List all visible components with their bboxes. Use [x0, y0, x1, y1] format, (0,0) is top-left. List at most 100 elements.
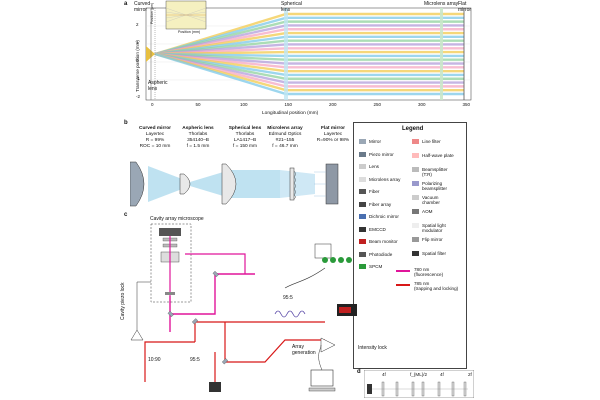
legend-icon [412, 223, 419, 228]
legend-icon [359, 251, 366, 257]
legend-icon [412, 209, 419, 214]
legend-icon [359, 189, 366, 194]
y-tick-label: 2 [136, 22, 139, 27]
legend-item: Flip mirror [422, 237, 443, 242]
component-spec: 354140–B [187, 138, 209, 143]
legend-beam-label: 785 nm (trapping and locking) [414, 281, 459, 291]
legend-item: Fiber array [369, 201, 392, 207]
emccd [314, 243, 332, 259]
component-name: Aspheric lens [182, 126, 214, 131]
legend-item: Piezo mirror [369, 151, 394, 157]
legend-item: AOM [422, 209, 433, 214]
legend-item: Polarizing beamsplitter [422, 181, 448, 191]
aspheric-lens-shape [179, 173, 191, 195]
legend-item: Spatial light modulator [422, 223, 446, 233]
legend-item: Beamsplitter (T:R) [422, 167, 448, 177]
spherical-lens-band [284, 8, 288, 100]
computer-monitor [310, 369, 334, 387]
fiber-array [284, 267, 326, 289]
fluorescence-beam [169, 273, 255, 315]
label-split-10-90: 10:90 [148, 357, 161, 363]
relay-label: f_{ML}/2 [410, 372, 428, 377]
x-tick-label: 250 [373, 102, 382, 107]
label-intensity-lock: Intensity lock [358, 345, 387, 351]
relay-label: 2f [468, 372, 472, 377]
y-tick-label: -1 [136, 76, 141, 81]
component-spec: LA1417–B [233, 138, 257, 143]
component-spec: f = 150 mm [232, 144, 258, 149]
legend-icon [412, 181, 419, 186]
label-cavity-array-microscope: Cavity array microscope [150, 216, 204, 222]
panel-b-cavity-diagram [130, 161, 339, 207]
legend-item: EMCCD [369, 226, 386, 232]
label-split-95-5-top: 95:5 [283, 295, 293, 301]
intensity-lock-amplifier [320, 337, 336, 353]
microscope-dashed-box [150, 223, 192, 303]
component-name: Curved mirror [139, 126, 171, 131]
x-tick-label: 150 [284, 102, 293, 107]
legend-icon [412, 139, 419, 144]
component-spec: Thorlabs [188, 132, 208, 137]
component-spec: ROC = 10 mm [139, 144, 171, 149]
component-name: Flat mirror [321, 126, 345, 131]
y-tick-label: 0 [136, 58, 139, 63]
spcm-array [322, 257, 352, 263]
label-aspheric-lens: Aspheric lens [148, 80, 168, 92]
microlens-array-shape [289, 167, 295, 201]
legend-icon [359, 264, 366, 269]
component-spec: Layertec [145, 132, 165, 137]
label-curved-mirror: Curved mirror [134, 1, 151, 13]
y-axis-label: Transverse position (mm) [135, 40, 140, 92]
legend-item: SPCM [369, 264, 383, 269]
legend-icon [359, 226, 366, 232]
label-flat-mirror: Flat mirror [458, 1, 472, 13]
panel-c-label: c [124, 212, 128, 218]
component-spec: R = 99% [145, 138, 165, 143]
flat-mirror-shape [325, 163, 339, 205]
x-tick-label: 350 [462, 102, 471, 107]
legend-icon [359, 214, 366, 219]
legend-item: Vacuum chamber [422, 195, 440, 205]
panel-d-label: d [357, 369, 361, 375]
legend-item: Dichroic mirror [369, 214, 399, 219]
legend-icon [359, 239, 366, 244]
component-name: Spherical lens [228, 126, 262, 131]
legend-item: Line filter [422, 139, 441, 144]
component-spec: #21–155 [275, 138, 295, 143]
label-array-generation: Array generation [292, 344, 316, 356]
legend-item: Lens [369, 164, 379, 169]
inset-xlabel: Position (mm) [178, 30, 201, 34]
legend-icon [359, 151, 366, 157]
component-spec: Edmund Optics [268, 132, 302, 137]
x-tick-label: 50 [195, 102, 201, 107]
objective [209, 382, 221, 392]
component-spec: Thorlabs [235, 132, 255, 137]
legend-item: Photodiode [369, 251, 393, 257]
panel-a-ray-plot [145, 0, 472, 101]
legend-icon [412, 251, 419, 256]
relay-label: 4f [440, 372, 444, 377]
panel-a-label: a [124, 1, 128, 7]
legend-item: Fiber [369, 189, 380, 194]
label-spherical-lens: Spherical lens [281, 1, 302, 13]
inset-ylabel: Position (μm) [150, 2, 154, 24]
legend-item: Half-wave plate [422, 153, 454, 158]
piezo-lock-amplifier [130, 329, 144, 341]
y-tick-label: -2 [136, 94, 141, 99]
x-tick-label: 300 [418, 102, 426, 107]
legend-icon [359, 139, 366, 144]
panel-d-relay-diagram [364, 370, 474, 398]
legend-item: Beam monitor [369, 239, 398, 244]
x-tick-label: 0 [151, 102, 154, 107]
panel-b-label: b [124, 120, 128, 126]
component-spec: f = 1.5 mm [186, 144, 210, 149]
legend-icon [412, 195, 419, 200]
legend-item: Microlens array [369, 176, 401, 182]
legend-icon [412, 237, 419, 242]
legend-icon [359, 164, 366, 169]
legend-beam-swatch [396, 284, 410, 286]
